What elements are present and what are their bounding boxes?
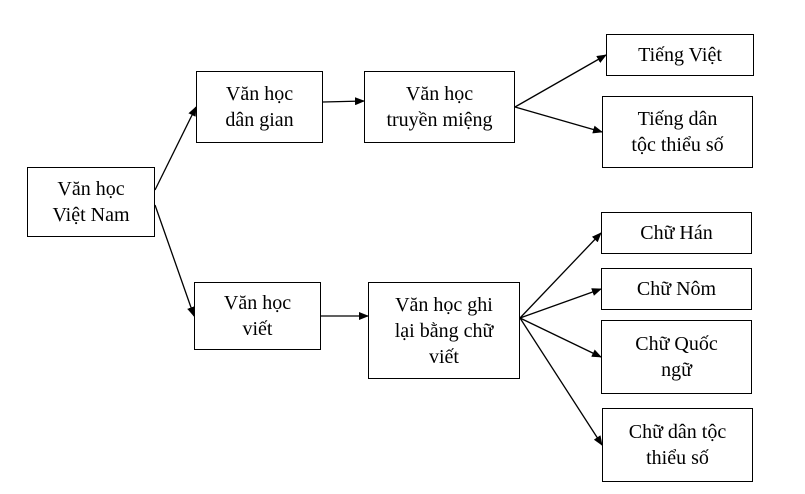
node-chu-nom: Chữ Nôm	[601, 268, 752, 310]
arrow-ghi-lai-to-chu-nom	[519, 288, 602, 319]
arrow-ghi-lai-to-chu-quoc-ngu	[519, 317, 602, 358]
arrow-ghi-lai-to-chu-dan-toc	[519, 317, 603, 446]
node-chu-han: Chữ Hán	[601, 212, 752, 254]
arrow-truyen-mieng-to-tieng-viet	[514, 54, 607, 108]
node-label: Chữ Hán	[640, 222, 713, 244]
arrow-truyen-mieng-to-tieng-dan-toc	[514, 106, 603, 134]
node-tieng-viet: Tiếng Việt	[606, 34, 754, 76]
arrow-root-to-dan-gian	[154, 106, 197, 191]
arrow-ghi-lai-to-chu-han	[519, 232, 602, 319]
arrow-root-to-viet	[154, 204, 195, 317]
arrow-dan-gian-to-truyen-mieng	[322, 97, 365, 106]
node-label: Chữ Nôm	[636, 278, 717, 300]
node-label: Tiếng Việt	[638, 44, 722, 66]
